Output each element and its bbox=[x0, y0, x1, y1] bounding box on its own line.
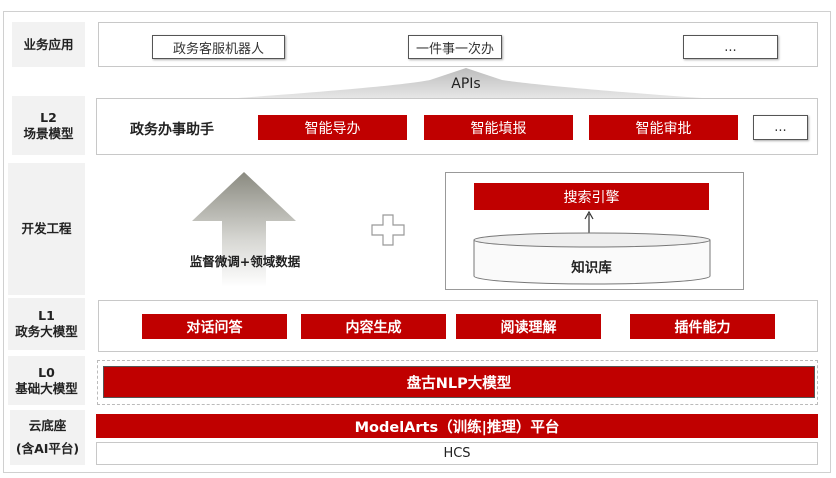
apis-arrow-icon bbox=[238, 68, 702, 98]
label-text: 基础大模型 bbox=[15, 380, 78, 396]
app-gov-service-bot[interactable]: 政务客服机器人 bbox=[152, 35, 285, 59]
l2-smart-guide[interactable]: 智能导办 bbox=[258, 115, 407, 140]
label-text: 政务大模型 bbox=[15, 324, 78, 339]
label-text: 开发工程 bbox=[21, 221, 72, 236]
label-text: 场景模型 bbox=[23, 125, 74, 141]
label-text: (含AI平台) bbox=[15, 441, 80, 457]
label-text: L0 bbox=[38, 364, 55, 380]
modelarts-platform[interactable]: ModelArts（训练|推理）平台 bbox=[96, 414, 818, 438]
label-text: L2 bbox=[40, 109, 57, 125]
label-text: L1 bbox=[38, 308, 55, 323]
retrieval-box bbox=[445, 172, 744, 290]
diagram-frame bbox=[3, 11, 831, 473]
l0-dashed-box bbox=[97, 360, 818, 405]
finetune-text: 监督微调+领域数据 bbox=[189, 254, 301, 269]
label-cloud: 云底座 (含AI平台) bbox=[10, 410, 85, 465]
l2-smart-fill[interactable]: 智能填报 bbox=[424, 115, 573, 140]
l1-reading[interactable]: 阅读理解 bbox=[456, 314, 601, 339]
apis-label: APIs bbox=[451, 76, 481, 92]
l1-content-gen[interactable]: 内容生成 bbox=[301, 314, 446, 339]
l2-smart-review[interactable]: 智能审批 bbox=[589, 115, 738, 140]
database-icon bbox=[473, 232, 711, 285]
up-arrow-icon bbox=[192, 172, 296, 287]
l1-dialog-qa[interactable]: 对话问答 bbox=[142, 314, 287, 339]
l2-title: 政务办事助手 bbox=[130, 122, 214, 138]
app-more[interactable]: ... bbox=[683, 35, 778, 59]
app-one-thing[interactable]: 一件事一次办 bbox=[408, 35, 502, 59]
knowledge-base-label: 知识库 bbox=[571, 260, 612, 276]
label-text: 云底座 bbox=[28, 417, 67, 433]
plus-icon bbox=[371, 214, 405, 246]
label-business: 业务应用 bbox=[12, 22, 85, 67]
l2-more[interactable]: ... bbox=[753, 115, 808, 140]
search-engine[interactable]: 搜索引擎 bbox=[474, 183, 709, 210]
label-dev: 开发工程 bbox=[8, 163, 85, 295]
pangu-nlp-model[interactable]: 盘古NLP大模型 bbox=[103, 366, 815, 398]
l1-plugin[interactable]: 插件能力 bbox=[630, 314, 775, 339]
hcs-box[interactable]: HCS bbox=[96, 442, 818, 465]
label-text: 业务应用 bbox=[23, 36, 74, 52]
